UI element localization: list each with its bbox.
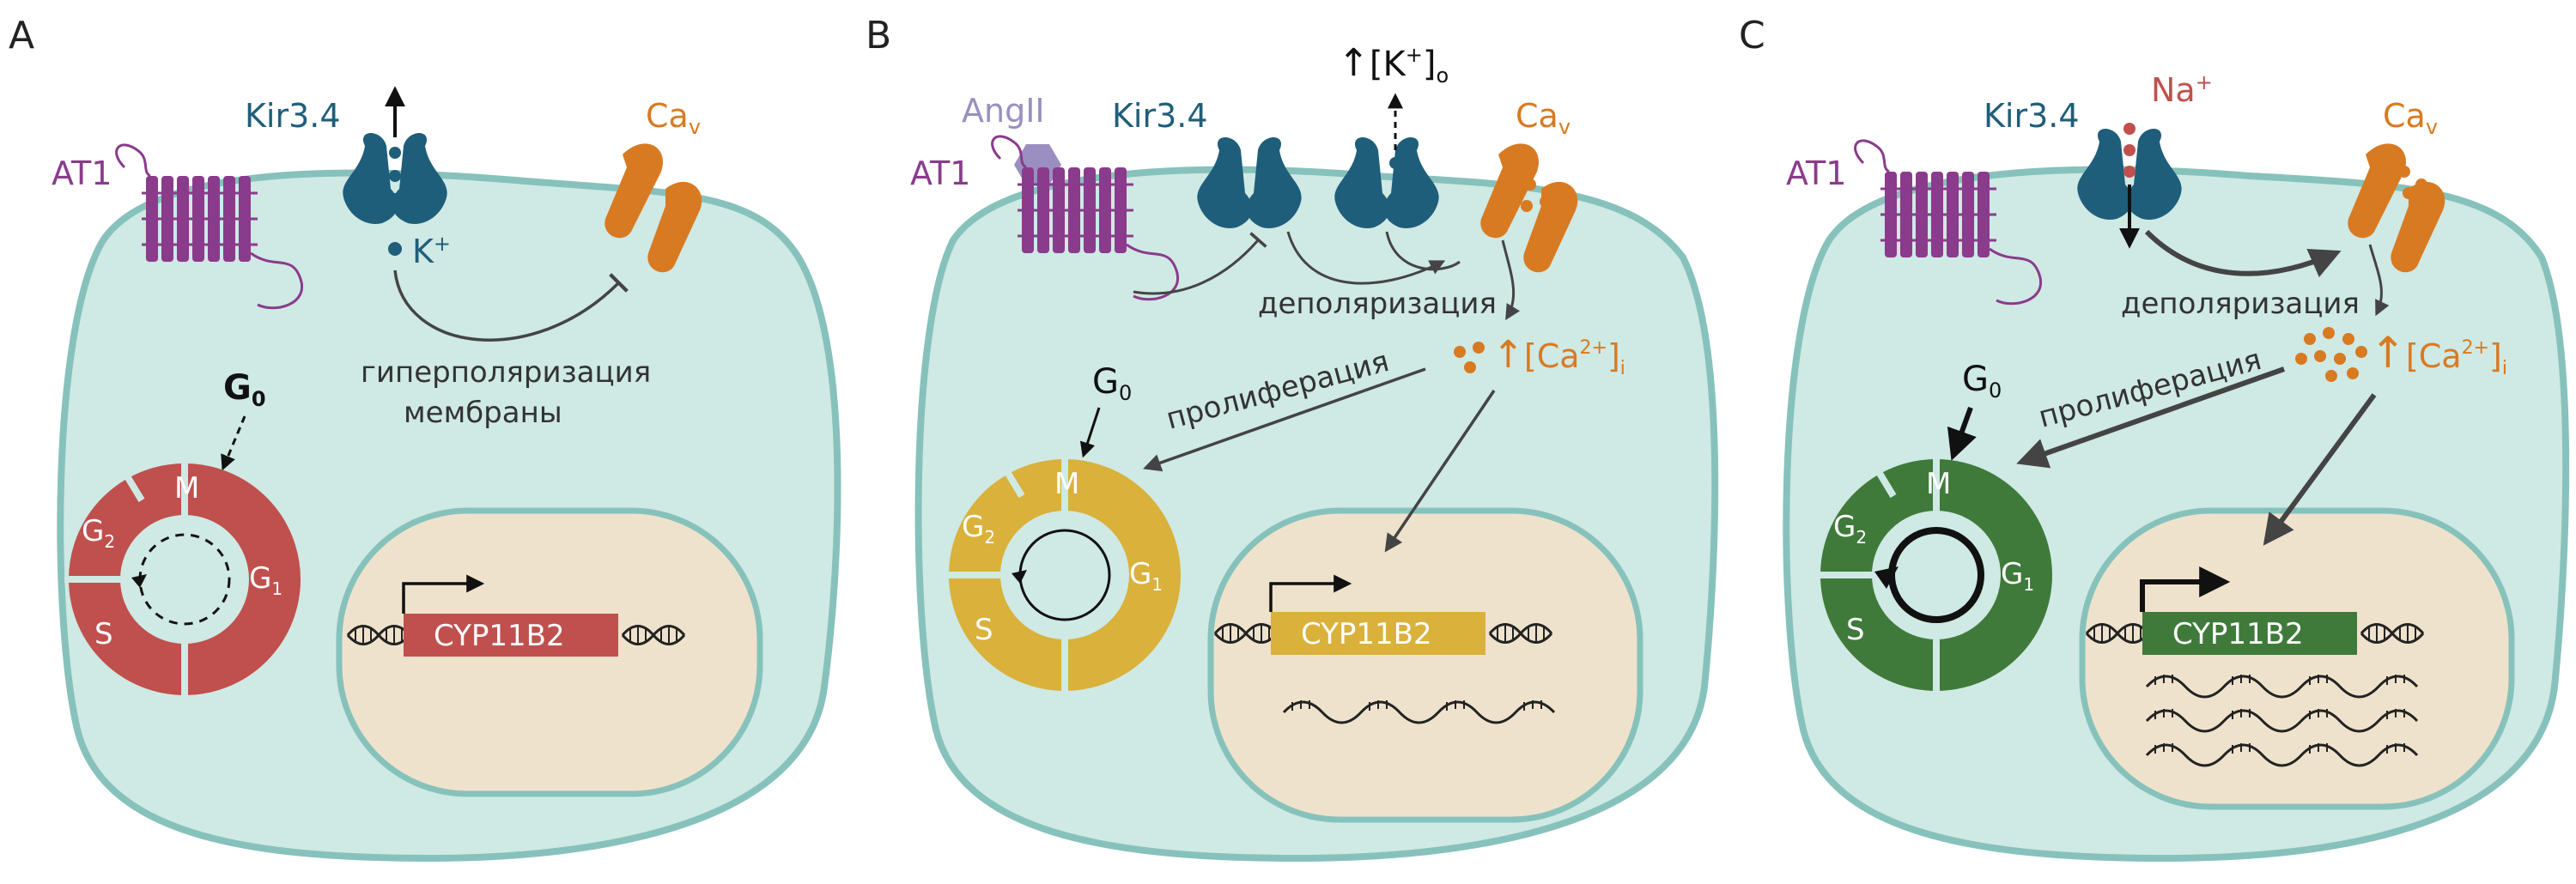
gene-box-c: [2142, 612, 2357, 655]
at1-label: AT1: [1786, 154, 1846, 192]
na-ion-label: Na+: [2151, 70, 2213, 109]
phase-g1-label: G1: [2001, 557, 2034, 595]
phase-s-label: S: [94, 617, 113, 651]
hyperpolarization-label-line2: мембраны: [404, 396, 562, 430]
kir-channel-right-icon: [2126, 129, 2182, 220]
nucleus-c: [2079, 507, 2515, 810]
gene-label-b: CYP11B2: [1301, 617, 1432, 651]
kir-channel-left-icon: [343, 133, 398, 224]
intracellular-ca-label: ↑[Ca2+]i: [2370, 328, 2507, 379]
phase-g1-label: G1: [1129, 557, 1163, 595]
gene-label-c: CYP11B2: [2172, 617, 2304, 651]
g0-label: G0: [1092, 362, 1132, 405]
cav-label: Cav: [2383, 97, 2438, 139]
kir-channel-1-left-icon: [1197, 137, 1253, 228]
depolarization-label: деполяризация: [2121, 287, 2360, 321]
phase-m-label: M: [1926, 467, 1951, 501]
gene-box-a: [404, 614, 618, 657]
kir-channel-2-left-icon: [1334, 137, 1390, 228]
gene-box-b: [1271, 612, 1485, 655]
k-ion-label: K+: [412, 232, 451, 270]
g0-label: G0: [1962, 360, 2002, 403]
phase-m-label: M: [174, 471, 199, 506]
promoter-arrow-icon: [402, 574, 485, 614]
panel-c: C AT1 Kir3.4 Na+ Cav деполяризация ↑[Ca2…: [1739, 14, 2570, 863]
kir-label: Kir3.4: [1984, 97, 2080, 135]
cell-cycle-ring-b: M G2 G1 S: [945, 444, 1181, 695]
phase-g2-label: G2: [82, 514, 115, 552]
panel-b-letter: B: [866, 14, 891, 58]
at1-label: AT1: [52, 154, 112, 192]
cav-label: Cav: [646, 97, 701, 139]
phase-m-label: M: [1054, 467, 1079, 501]
calcium-dots-icon: [2295, 327, 2367, 382]
at1-label: AT1: [910, 154, 970, 192]
intracellular-ca-label: ↑[Ca2+]i: [1492, 333, 1625, 379]
kir-channel-right-icon: [392, 133, 447, 224]
phase-g1-label: G1: [249, 561, 283, 599]
kir-label: Kir3.4: [1112, 97, 1208, 135]
kir-channel-left-icon: [2077, 129, 2133, 220]
nucleus-b: [1207, 507, 1643, 823]
phase-g2-label: G2: [1833, 510, 1867, 548]
panel-b: B AngII AT1 Kir3.4 ↑[K+]o Cav деполяриза…: [866, 14, 1719, 863]
phase-s-label: S: [1846, 613, 1865, 647]
panel-a-letter: A: [9, 14, 34, 58]
g0-label: G0: [223, 368, 266, 411]
promoter-arrow-icon: [1269, 574, 1352, 612]
panel-a: A AT1 Kir3.4 K+ Cav гиперполяризация мем…: [9, 14, 841, 863]
phase-s-label: S: [975, 613, 993, 647]
extracellular-k-label: ↑[K+]o: [1338, 41, 1449, 88]
cell-cycle-ring-c: M G2 G1 S: [1816, 444, 2052, 695]
kir-channel-1-right-icon: [1246, 137, 1302, 228]
promoter-arrow-icon: [2140, 566, 2231, 612]
cav-label: Cav: [1516, 97, 1571, 139]
hyperpolarization-label-line1: гиперполяризация: [361, 355, 651, 390]
panel-c-letter: C: [1739, 14, 1765, 58]
cell-cycle-ring-a: M G2 G1 S: [64, 448, 301, 699]
phase-g2-label: G2: [962, 510, 995, 548]
kir-channel-2-right-icon: [1383, 137, 1439, 228]
depolarization-label: деполяризация: [1258, 287, 1497, 321]
kir-label: Kir3.4: [245, 97, 341, 135]
gene-label-a: CYP11B2: [434, 619, 565, 653]
angii-label: AngII: [962, 92, 1045, 130]
